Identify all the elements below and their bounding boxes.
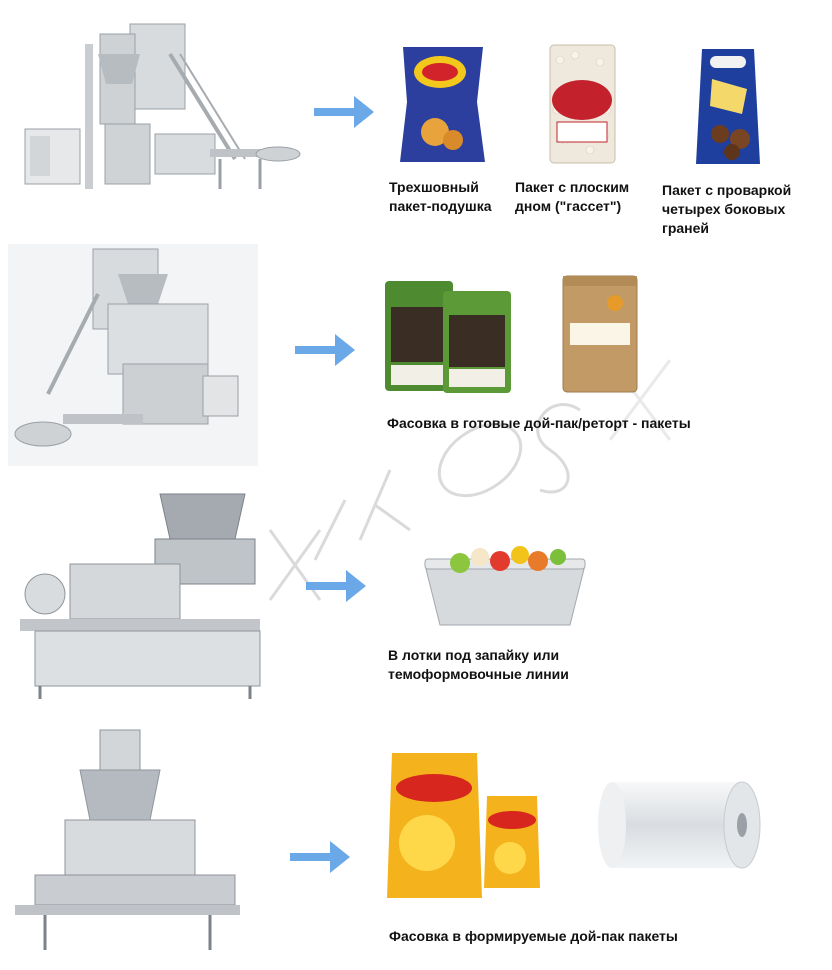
quad-seal-bag-icon [696, 49, 760, 164]
film-roll-icon [598, 781, 761, 869]
tray-sealing-thermoforming-line-icon [20, 493, 261, 699]
multihead-weigher-vffs-machine-icon [24, 23, 301, 189]
aluminum-tray-fruit-icon [424, 546, 586, 626]
row-caption: Фасовка в готовые дой-пак/реторт - пакет… [387, 415, 691, 431]
gusset-bean-bag-icon [549, 44, 616, 164]
arrow-right-icon [314, 96, 374, 128]
doypack-toffee-pouches-icon [385, 281, 511, 393]
kraft-retort-pouch-icon [562, 275, 638, 393]
premade-pouch-packing-machine-icon [8, 244, 258, 466]
arrow-right-icon [295, 334, 355, 366]
arrow-right-icon [306, 570, 366, 602]
row-caption: В лотки под запайку или темоформовочные … [388, 647, 569, 682]
arrow-right-icon [290, 841, 350, 873]
product-label: Пакет с плоским дном ("гассет") [515, 179, 630, 214]
cheesebuddy-doypack-icon [387, 753, 540, 898]
row-caption: Фасовка в формируемые дой-пак пакеты [389, 928, 678, 944]
product-label: Трехшовный пакет-подушка [389, 179, 492, 214]
chips-pillow-bag-icon [400, 47, 485, 162]
product-label: Пакет с проваркой четырех боковых граней [662, 182, 792, 236]
horizontal-form-fill-seal-machine-icon [15, 729, 240, 950]
